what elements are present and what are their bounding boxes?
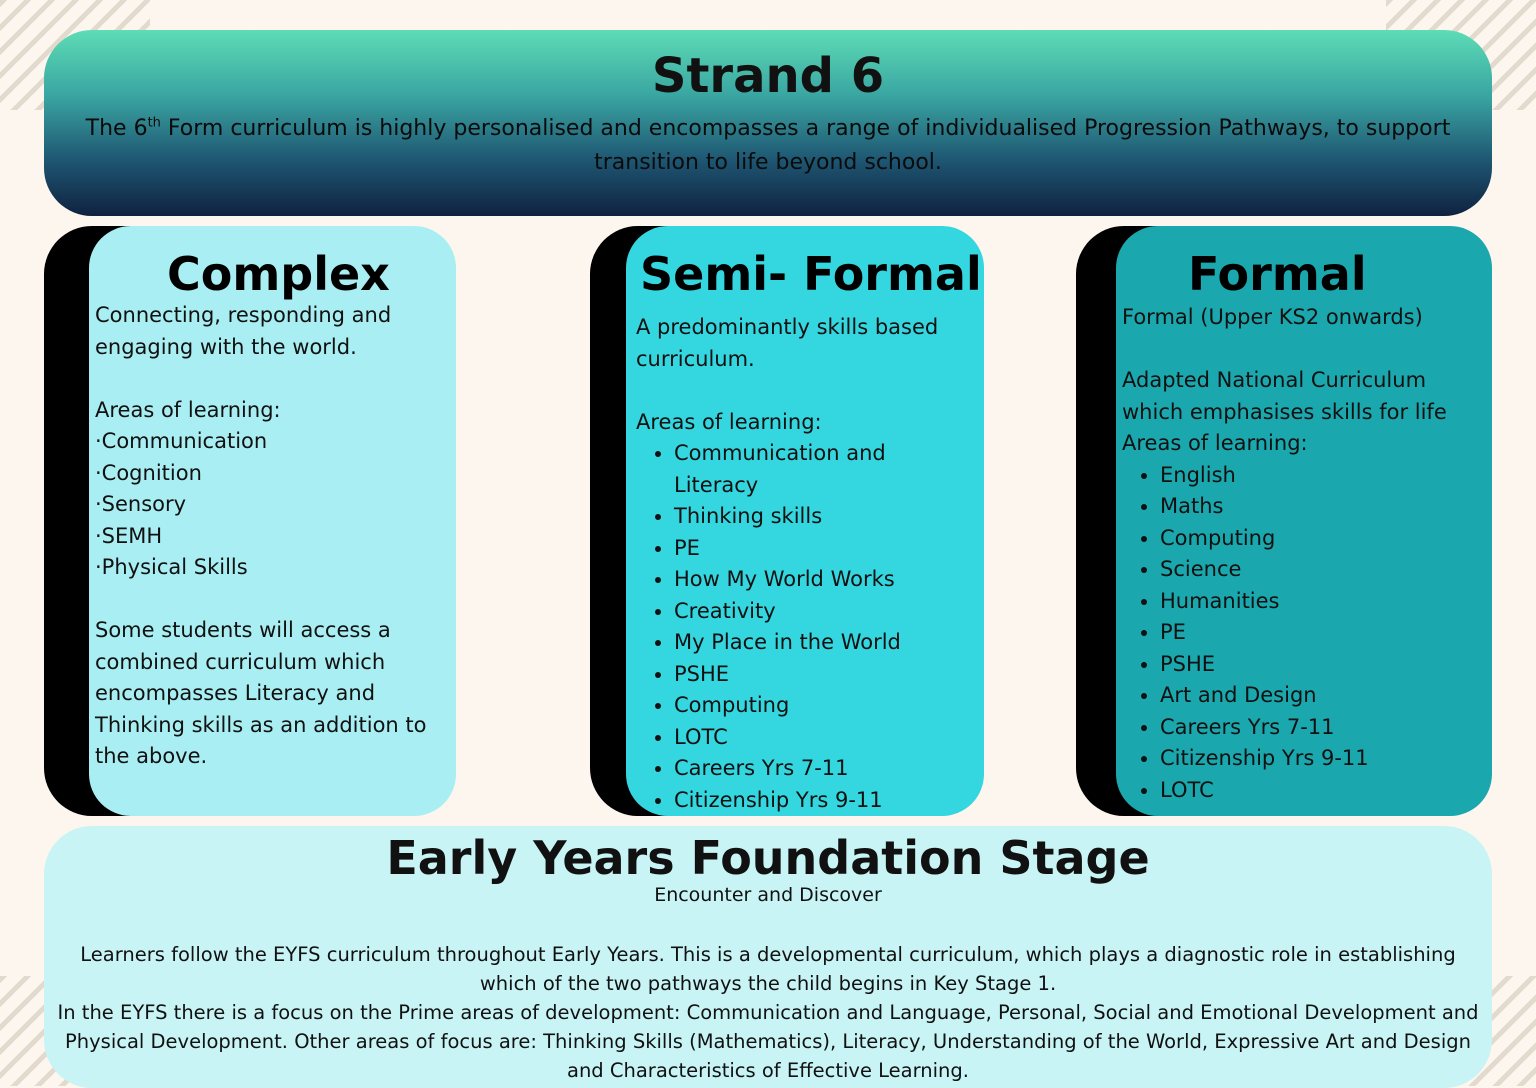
list-item: Careers Yrs 7-11 <box>674 753 944 785</box>
list-item: PSHE <box>674 659 944 691</box>
formal-body: Formal (Upper KS2 onwards) Adapted Natio… <box>1122 302 1492 806</box>
eyfs-title: Early Years Foundation Stage <box>386 831 1150 885</box>
complex-note: Some students will access a combined cur… <box>95 618 427 768</box>
page-title: Strand 6 <box>651 48 885 104</box>
list-item: English <box>1160 460 1492 492</box>
strand-description: The 6th Form curriculum is highly person… <box>78 112 1458 180</box>
eyfs-paragraph: In the EYFS there is a focus on the Prim… <box>57 1001 1479 1082</box>
list-item: Science <box>1160 554 1492 586</box>
formal-description: Adapted National Curriculum which emphas… <box>1122 368 1447 424</box>
complex-title: Complex <box>167 247 390 301</box>
list-item: PSHE <box>1160 649 1492 681</box>
list-item: ·Communication <box>95 429 268 453</box>
list-item: Thinking skills <box>674 501 944 533</box>
list-item: My Place in the World <box>674 627 944 659</box>
strand-header: Strand 6 The 6th Form curriculum is high… <box>44 30 1492 216</box>
formal-list: English Maths Computing Science Humaniti… <box>1122 460 1492 807</box>
formal-areas-label: Areas of learning: <box>1122 431 1308 455</box>
semi-formal-title: Semi- Formal <box>640 247 982 301</box>
eyfs-panel: Early Years Foundation Stage Encounter a… <box>44 826 1492 1088</box>
semi-formal-body: A predominantly skills based curriculum.… <box>636 312 984 816</box>
semi-formal-areas-label: Areas of learning: <box>636 409 822 434</box>
list-item: ·SEMH <box>95 523 163 548</box>
list-item: ·Sensory <box>95 492 187 516</box>
complex-list: ·Communication ·Cognition ·Sensory ·SEMH… <box>95 426 456 584</box>
description-start: The 6 <box>85 116 148 141</box>
semi-formal-intro: A predominantly skills based curriculum. <box>636 315 939 371</box>
list-item: Careers Yrs 7-11 <box>1160 712 1492 744</box>
formal-card: Formal Formal (Upper KS2 onwards) Adapte… <box>1116 226 1492 816</box>
semi-formal-card-container: Semi- Formal A predominantly skills base… <box>590 226 984 816</box>
formal-intro: Formal (Upper KS2 onwards) <box>1122 305 1423 329</box>
list-item: PE <box>674 533 944 565</box>
eyfs-text: Learners follow the EYFS curriculum thro… <box>50 940 1486 1085</box>
complex-card-container: Complex Connecting, responding and engag… <box>44 226 456 816</box>
list-item: Communication and Literacy <box>674 438 944 501</box>
complex-areas-label: Areas of learning: <box>95 397 281 422</box>
list-item: ·Physical Skills <box>95 555 248 579</box>
list-item: Art and Design <box>1160 680 1492 712</box>
list-item: LOTC <box>1160 775 1492 807</box>
semi-formal-list: Communication and Literacy Thinking skil… <box>636 438 944 816</box>
list-item: PE <box>1160 617 1492 649</box>
list-item: Humanities <box>1160 586 1492 618</box>
list-item: Citizenship Yrs 9-11 <box>674 785 944 817</box>
eyfs-paragraph: Learners follow the EYFS curriculum thro… <box>80 943 1456 995</box>
list-item: Maths <box>1160 491 1492 523</box>
complex-body: Connecting, responding and engaging with… <box>95 300 456 773</box>
list-item: Creativity <box>674 596 944 628</box>
list-item: Computing <box>674 690 944 722</box>
formal-title: Formal <box>1188 247 1367 301</box>
list-item: Citizenship Yrs 9-11 <box>1160 743 1492 775</box>
description-rest: Form curriculum is highly personalised a… <box>160 116 1451 175</box>
semi-formal-card: Semi- Formal A predominantly skills base… <box>626 226 984 816</box>
formal-card-container: Formal Formal (Upper KS2 onwards) Adapte… <box>1076 226 1492 816</box>
list-item: How My World Works <box>674 564 944 596</box>
description-superscript: th <box>147 115 161 131</box>
list-item: LOTC <box>674 722 944 754</box>
list-item: Computing <box>1160 523 1492 555</box>
list-item: ·Cognition <box>95 460 202 485</box>
complex-card: Complex Connecting, responding and engag… <box>89 226 456 816</box>
eyfs-subtitle: Encounter and Discover <box>654 884 882 906</box>
complex-intro: Connecting, responding and engaging with… <box>95 303 392 359</box>
